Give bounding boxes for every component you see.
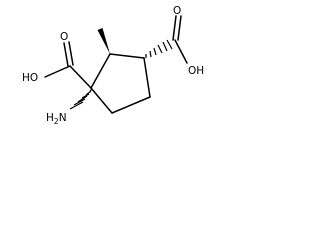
- label-amino-subscript: 2: [54, 117, 59, 126]
- bond-c2-c3: [109, 53, 145, 59]
- hashed-bond-right-carboxyl: [145, 39, 173, 58]
- label-amino: H2N: [46, 112, 67, 126]
- label-hydroxyl-left: HO: [22, 72, 38, 84]
- bond-c1-c2: [90, 53, 111, 89]
- label-amino-n: N: [59, 112, 67, 124]
- bond-carboxyl-c-oh: [44, 65, 71, 78]
- wedge-bond-methyl: [97, 28, 110, 54]
- molecule-structure: HO O O OH H2N: [22, 5, 204, 126]
- hashed-bond-amino: [69, 88, 93, 110]
- label-amino-h: H: [46, 112, 54, 124]
- label-oxygen-right: O: [173, 5, 181, 17]
- bond-c4-c5: [111, 96, 151, 114]
- bond-carboxyl-c-o-a: [63, 42, 69, 67]
- bond-c3-carboxyl-c: [174, 39, 188, 64]
- label-oxygen-left: O: [60, 31, 68, 43]
- label-hydroxyl-right: OH: [188, 65, 204, 77]
- bond-c5-c1: [90, 87, 113, 114]
- bond-c3-c4: [143, 57, 151, 98]
- bond-c1-carboxyl-c: [69, 65, 92, 89]
- bond-right-carboxyl-o-b: [177, 15, 182, 41]
- bond-carboxyl-c-o-b: [68, 41, 74, 66]
- bond-right-carboxyl-o-a: [172, 15, 177, 41]
